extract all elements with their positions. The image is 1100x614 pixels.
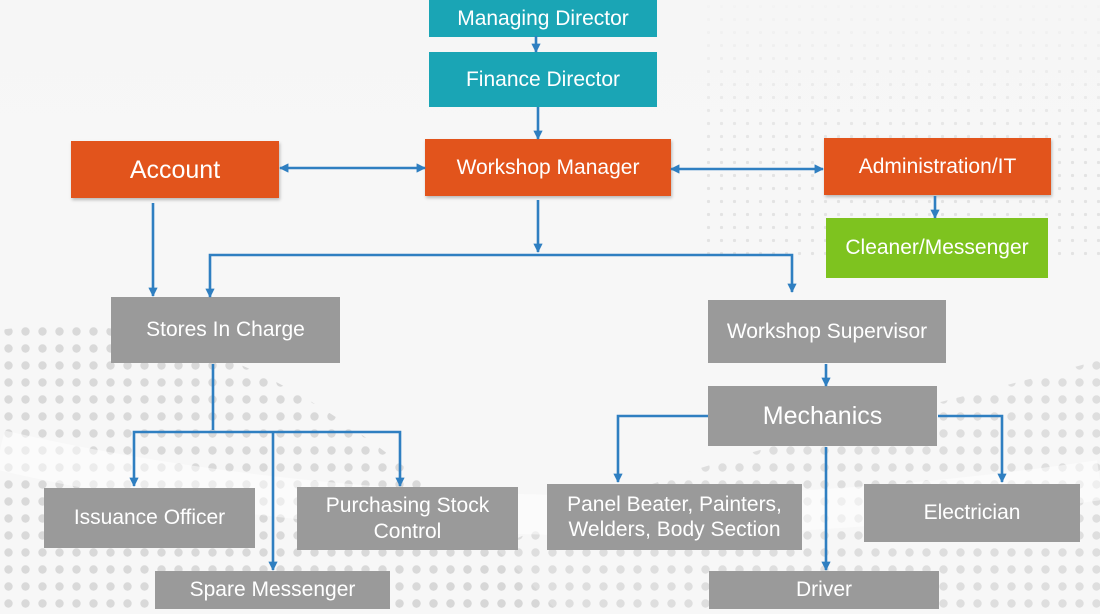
driver-box: Driver: [709, 571, 939, 609]
cleaner-messenger-box: Cleaner/Messenger: [826, 218, 1048, 278]
issuance-officer-box: Issuance Officer: [44, 488, 255, 548]
cleaner-messenger-label: Cleaner/Messenger: [845, 236, 1029, 260]
purchasing-stock-control-box: Purchasing Stock Control: [297, 487, 518, 550]
issuance-officer-label: Issuance Officer: [73, 506, 226, 530]
workshop-manager-box: Workshop Manager: [425, 139, 671, 196]
mechanics-box: Mechanics: [708, 386, 937, 446]
driver-label: Driver: [796, 578, 852, 602]
spare-messenger-box: Spare Messenger: [155, 571, 390, 609]
finance-director-box: Finance Director: [429, 52, 657, 107]
spare-messenger-label: Spare Messenger: [189, 578, 356, 602]
managing-director-label: Managing Director: [457, 6, 629, 30]
mechanics-label: Mechanics: [762, 402, 883, 430]
workshop-supervisor-label: Workshop Supervisor: [726, 319, 928, 343]
finance-director-label: Finance Director: [465, 67, 621, 91]
stores-in-charge-box: Stores In Charge: [111, 297, 340, 363]
stores-in-charge-label: Stores In Charge: [146, 318, 305, 342]
panel-beater-box: Panel Beater, Painters, Welders, Body Se…: [547, 484, 802, 550]
electrician-box: Electrician: [864, 484, 1080, 542]
workshop-supervisor-box: Workshop Supervisor: [708, 300, 946, 363]
panel-beater-label: Panel Beater, Painters, Welders, Body Se…: [567, 492, 782, 541]
administration-it-box: Administration/IT: [824, 138, 1051, 195]
account-label: Account: [129, 155, 221, 184]
purchasing-stock-control-label: Purchasing Stock Control: [325, 494, 490, 543]
account-box: Account: [71, 141, 279, 198]
administration-it-label: Administration/IT: [858, 154, 1017, 178]
electrician-label: Electrician: [923, 501, 1021, 525]
managing-director-box: Managing Director: [429, 0, 657, 37]
workshop-manager-label: Workshop Manager: [456, 155, 640, 179]
